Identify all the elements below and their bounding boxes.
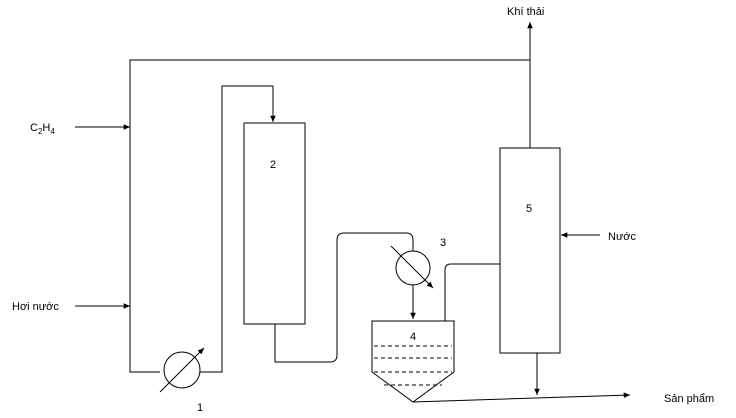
unit-3-label: 3 [440,237,446,249]
unit-5-label: 5 [526,203,532,215]
product-label: Sản phẩm [664,393,714,405]
absorption-column-5 [499,147,561,354]
water-label: Nước [608,231,637,243]
reactor-to-cooler-line [274,232,414,363]
heat-exchanger-1 [159,347,205,393]
cooler-3 [390,245,434,289]
recycle-line [129,59,531,373]
unit-2-label: 2 [270,159,276,171]
reactor-column-2 [243,122,306,325]
separator-to-column-line [444,263,500,321]
separator-tank-4 [371,320,455,403]
unit-4-label: 4 [410,331,416,343]
steam-label: Hơi nước [12,301,59,313]
exhaust-label: Khí thải [507,6,544,18]
product-arrow [412,392,631,403]
heater-to-reactor-line [200,85,276,373]
unit-1-label: 1 [197,402,203,414]
c2h4-label: C2H4 [30,122,55,136]
